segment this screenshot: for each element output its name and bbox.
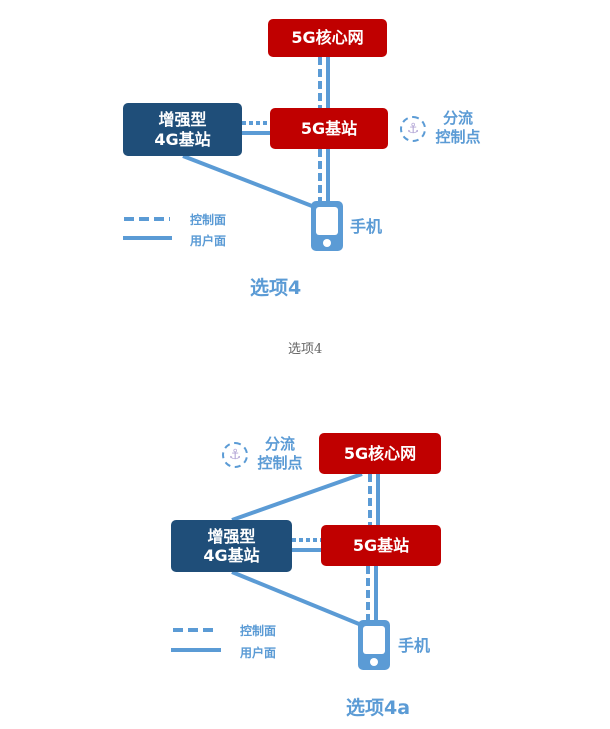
d1-4g-phone-user-link — [182, 154, 313, 208]
d1-enhanced-4g-node: 增强型 4G基站 — [123, 103, 242, 156]
d2-anchor-icon: ⚓ — [222, 442, 248, 468]
d2-legend-user-text: 用户面 — [240, 646, 277, 660]
d2-gnb-label: 5G基站 — [352, 535, 410, 555]
d2-core-network-label: 5G核心网 — [343, 443, 417, 463]
d1-option-title: 选项4 — [250, 277, 302, 299]
d1-split-point-label: 分流 控制点 — [435, 109, 481, 146]
d2-phone-label: 手机 — [398, 636, 431, 655]
d2-smartphone-icon — [358, 620, 390, 670]
d1-phone-label: 手机 — [350, 217, 383, 236]
d1-enhanced-4g-label-line2: 4G基站 — [154, 129, 211, 149]
d2-enhanced-4g-label-line2: 4G基站 — [203, 546, 260, 565]
d1-gnb-label: 5G基站 — [300, 118, 358, 138]
d2-gnb-node: 5G基站 — [321, 525, 441, 566]
d2-enhanced-4g-node: 增强型 4G基站 — [171, 520, 292, 572]
d2-core-network-node: 5G核心网 — [319, 433, 441, 474]
d2-option-title: 选项4a — [346, 697, 411, 719]
d2-legend-control-text: 控制面 — [240, 624, 277, 638]
d1-core-network-node: 5G核心网 — [268, 19, 387, 57]
d2-split-point-label: 分流 控制点 — [257, 435, 303, 472]
d1-smartphone-icon — [311, 201, 343, 251]
d1-gnb-node: 5G基站 — [270, 108, 388, 149]
d1-enhanced-4g-label-line1: 增强型 — [158, 110, 207, 130]
d1-anchor-icon: ⚓ — [400, 116, 426, 142]
figure-caption: 选项4 — [288, 342, 323, 357]
d2-enhanced-4g-label-line1: 增强型 — [207, 526, 256, 546]
d1-legend-control-text: 控制面 — [190, 213, 227, 227]
d2-core-4g-user-link — [231, 472, 363, 522]
d1-legend-user-text: 用户面 — [190, 234, 227, 248]
d2-4g-phone-user-link — [231, 570, 360, 626]
d1-core-network-label: 5G核心网 — [291, 28, 364, 48]
